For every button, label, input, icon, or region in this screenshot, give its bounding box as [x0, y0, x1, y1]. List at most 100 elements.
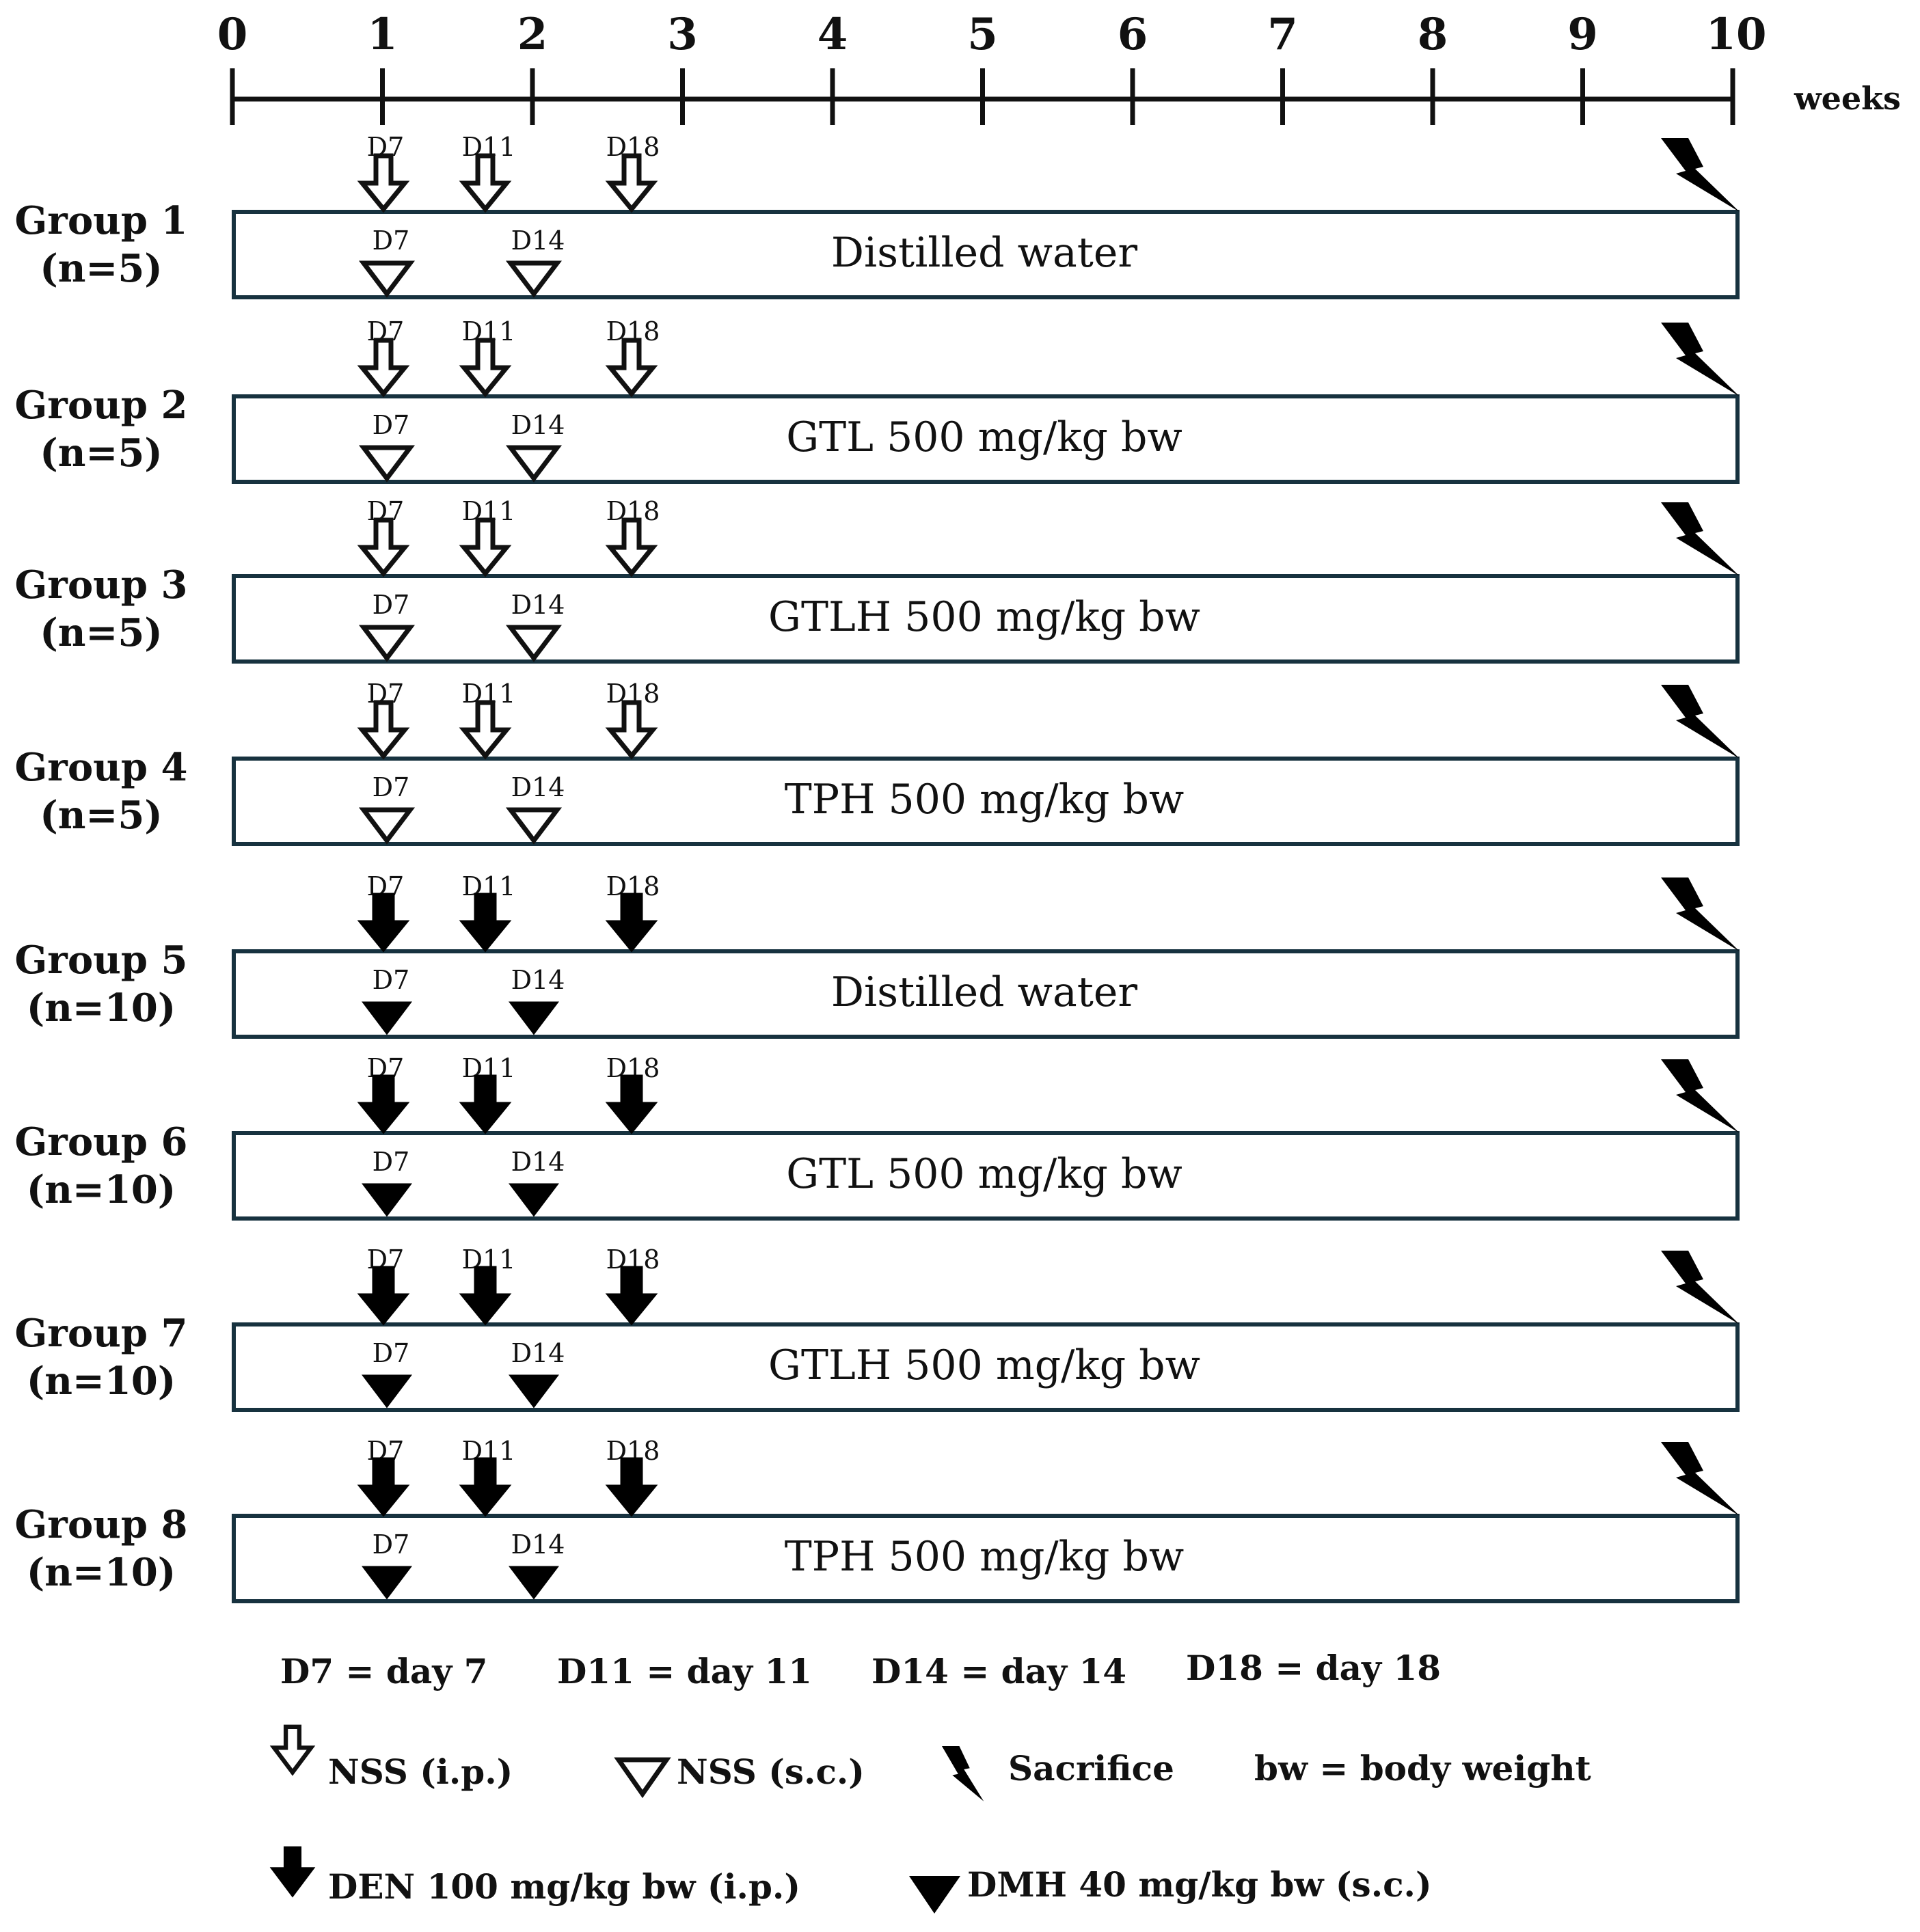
group-sample-size: (n=10)	[27, 1550, 176, 1595]
legend-nss-sc-label: NSS (s.c.)	[677, 1752, 865, 1792]
filled-triangle-icon	[361, 1001, 413, 1035]
hollow-down-arrow-icon	[605, 700, 658, 760]
hollow-down-arrow-icon	[605, 338, 658, 398]
lightning-bolt-icon	[1661, 1059, 1740, 1133]
legend-bw-definition: bw = body weight	[1254, 1748, 1591, 1788]
filled-triangle-icon	[508, 1183, 560, 1217]
treatment-label: GTL 500 mg/kg bw	[786, 413, 1182, 461]
treatment-bar	[232, 757, 1740, 846]
timeline-tick-label-10: 10	[1705, 9, 1766, 60]
sc-day-label: D7	[373, 410, 410, 440]
timeline-tick-label-0: 0	[217, 9, 248, 60]
timeline-tick-label-9: 9	[1567, 9, 1598, 60]
filled-down-arrow-icon	[605, 1266, 658, 1326]
filled-down-arrow-icon	[459, 1457, 512, 1517]
treatment-bar	[232, 210, 1740, 299]
treatment-bar	[232, 1322, 1740, 1412]
legend-day7: D7 = day 7	[280, 1651, 487, 1691]
lightning-bolt-icon	[1661, 877, 1740, 951]
treatment-label: GTLH 500 mg/kg bw	[768, 1342, 1200, 1389]
legend-dmh-label: DMH 40 mg/kg bw (s.c.)	[967, 1864, 1432, 1905]
hollow-triangle-icon	[358, 445, 416, 482]
legend-day18: D18 = day 18	[1186, 1648, 1441, 1688]
treatment-bar	[232, 1131, 1740, 1221]
legend-den: DEN 100 mg/kg bw (i.p.)	[269, 1846, 800, 1907]
hollow-down-arrow-icon	[357, 517, 410, 577]
filled-triangle-icon	[508, 1566, 560, 1600]
treatment-label: GTL 500 mg/kg bw	[786, 1150, 1182, 1198]
lightning-bolt-icon	[1661, 1251, 1740, 1324]
hollow-down-arrow-icon	[269, 1724, 316, 1776]
timeline-tick-label-6: 6	[1118, 9, 1148, 60]
timeline-tick-label-5: 5	[967, 9, 998, 60]
group-sample-size: (n=10)	[27, 985, 176, 1031]
legend-day11: D11 = day 11	[557, 1651, 812, 1691]
lightning-bolt-icon	[1661, 138, 1740, 212]
sc-day-label: D14	[511, 1147, 565, 1177]
treatment-bar	[232, 574, 1740, 664]
hollow-triangle-icon	[614, 1757, 671, 1799]
sc-day-label: D7	[373, 1529, 410, 1560]
timeline-tick-label-8: 8	[1418, 9, 1448, 60]
filled-triangle-icon	[909, 1876, 960, 1914]
filled-triangle-icon	[508, 1374, 560, 1409]
group-sample-size: (n=10)	[27, 1167, 176, 1212]
timeline-tick-label-3: 3	[667, 9, 698, 60]
lightning-bolt-icon	[1661, 502, 1740, 576]
hollow-down-arrow-icon	[605, 517, 658, 577]
lightning-bolt-icon	[1661, 1442, 1740, 1516]
filled-triangle-icon	[361, 1183, 413, 1217]
sc-day-label: D14	[511, 1529, 565, 1560]
hollow-down-arrow-icon	[605, 153, 658, 213]
group-name: Group 2	[14, 383, 187, 428]
treatment-label: TPH 500 mg/kg bw	[785, 776, 1185, 824]
treatment-label: GTLH 500 mg/kg bw	[768, 593, 1200, 641]
sc-day-label: D14	[511, 226, 565, 256]
group-sample-size: (n=5)	[40, 431, 163, 476]
filled-down-arrow-icon	[269, 1846, 316, 1898]
group-name: Group 4	[14, 745, 187, 790]
filled-down-arrow-icon	[459, 1266, 512, 1326]
hollow-triangle-icon	[505, 625, 563, 662]
legend-dmh: DMH 40 mg/kg bw (s.c.)	[909, 1864, 1432, 1914]
filled-down-arrow-icon	[605, 1457, 658, 1517]
lightning-bolt-icon	[1661, 323, 1740, 396]
sc-day-label: D14	[511, 1338, 565, 1368]
timeline-tick-label-7: 7	[1267, 9, 1298, 60]
sc-day-label: D7	[373, 1147, 410, 1177]
filled-down-arrow-icon	[459, 893, 512, 953]
sc-day-label: D7	[373, 965, 410, 995]
hollow-triangle-icon	[358, 260, 416, 298]
hollow-triangle-icon	[358, 625, 416, 662]
group-sample-size: (n=5)	[40, 793, 163, 838]
hollow-down-arrow-icon	[357, 338, 410, 398]
treatment-bar	[232, 394, 1740, 484]
treatment-bar	[232, 1514, 1740, 1603]
sc-day-label: D14	[511, 590, 565, 620]
treatment-bar	[232, 949, 1740, 1039]
timeline-tick-marks	[230, 68, 1735, 125]
filled-down-arrow-icon	[605, 893, 658, 953]
filled-down-arrow-icon	[357, 1457, 410, 1517]
hollow-down-arrow-icon	[357, 700, 410, 760]
timeline-tick-label-1: 1	[367, 9, 398, 60]
group-name: Group 5	[14, 938, 187, 983]
filled-down-arrow-icon	[605, 1074, 658, 1134]
filled-triangle-icon	[361, 1374, 413, 1409]
hollow-down-arrow-icon	[459, 153, 512, 213]
hollow-down-arrow-icon	[357, 153, 410, 213]
legend: D7 = day 7 D11 = day 11 D14 = day 14 D18…	[269, 1648, 1591, 1914]
timeline-tick-label-4: 4	[817, 9, 848, 60]
filled-down-arrow-icon	[357, 893, 410, 953]
legend-nss-sc: NSS (s.c.)	[614, 1752, 865, 1799]
lightning-bolt-icon	[1661, 685, 1740, 759]
legend-sacrifice-label: Sacrifice	[1008, 1748, 1174, 1788]
